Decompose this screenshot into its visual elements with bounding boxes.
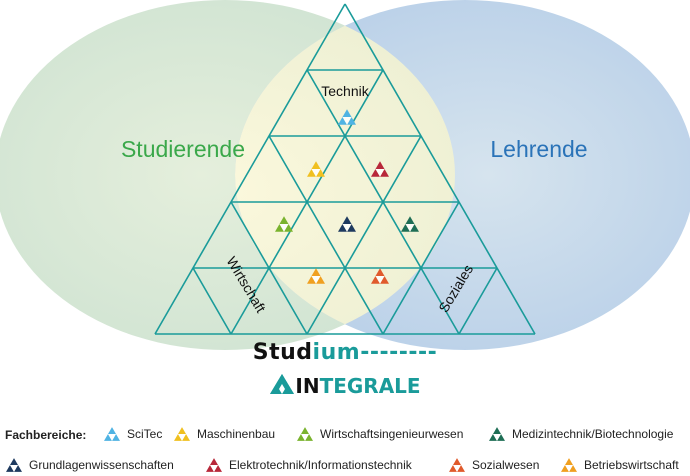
legend-item-maschinenbau: Maschinenbau: [173, 426, 275, 442]
integrale-logo-icon: [270, 374, 295, 394]
legend-label-wirtschaftsingenieurwesen: Wirtschaftsingenieurwesen: [320, 427, 464, 441]
medizintechnik-icon-shape: [489, 427, 505, 441]
grundlagen-icon-shape: [6, 458, 22, 472]
legend-item-grundlagen: Grundlagenwissenschaften: [5, 457, 174, 473]
wirtschaftsingenieurwesen-marker: [275, 216, 293, 232]
elektrotechnik-icon-shape: [206, 458, 222, 472]
legend-item-elektrotechnik: Elektrotechnik/Informationstechnik: [205, 457, 412, 473]
legend-item-betriebswirtschaft: Betriebswirtschaft: [560, 457, 679, 473]
maschinenbau-icon: [174, 427, 190, 441]
sozialwesen-marker: [371, 268, 389, 284]
department-markers: [275, 109, 419, 284]
legend-label-sozialwesen: Sozialwesen: [472, 458, 540, 472]
grundlagen-marker: [338, 216, 356, 232]
legend-label-elektrotechnik: Elektrotechnik/Informationstechnik: [229, 458, 412, 472]
legend-item-wirtschaftsingenieurwesen: Wirtschaftsingenieurwesen: [296, 426, 463, 442]
medizintechnik-icon: [489, 427, 505, 441]
betriebswirtschaft-icon-shape: [561, 458, 577, 472]
sozialwesen-icon: [449, 458, 465, 472]
legend-label-grundlagen: Grundlagenwissenschaften: [29, 458, 174, 472]
triangle-grid: [154, 3, 536, 335]
studium-title: Studium--------: [0, 340, 690, 365]
integrale-title: INTEGRALE: [0, 373, 690, 398]
medizintechnik-marker: [401, 216, 419, 232]
maschinenbau-icon-shape: [174, 427, 190, 441]
legend-label-medizintechnik: Medizintechnik/Biotechnologie: [512, 427, 674, 441]
technik-label: Technik: [321, 83, 369, 99]
betriebswirtschaft-marker: [307, 268, 325, 284]
students-label: Studierende: [121, 136, 245, 162]
title-tegrale: TEGRALE: [319, 374, 421, 398]
teachers-label: Lehrende: [490, 136, 587, 162]
legend-item-sozialwesen: Sozialwesen: [448, 457, 539, 473]
legend-label-scitec: SciTec: [127, 427, 163, 441]
wirtschaftsingenieurwesen-icon: [297, 427, 313, 441]
grundlagen-icon: [6, 458, 22, 472]
legend-label-maschinenbau: Maschinenbau: [197, 427, 276, 441]
legend-item-medizintechnik: Medizintechnik/Biotechnologie: [488, 426, 673, 442]
scitec-icon-shape: [104, 427, 120, 441]
title-stud: Stud: [252, 340, 313, 365]
title-dashes: --------: [360, 340, 438, 365]
elektrotechnik-icon: [206, 458, 222, 472]
sozialwesen-icon-shape: [449, 458, 465, 472]
maschinenbau-marker: [307, 161, 325, 177]
scitec-marker: [338, 109, 356, 125]
wirtschaftsingenieurwesen-icon-shape: [297, 427, 313, 441]
title-in: IN: [295, 374, 320, 398]
legend-heading: Fachbereiche:: [5, 428, 87, 442]
legend-label-betriebswirtschaft: Betriebswirtschaft: [584, 458, 679, 472]
legend-item-scitec: SciTec: [103, 426, 162, 442]
betriebswirtschaft-icon: [561, 458, 577, 472]
scitec-icon: [104, 427, 120, 441]
overlap-area: [235, 0, 455, 350]
title-ium: ium: [312, 340, 361, 365]
elektrotechnik-marker: [371, 161, 389, 177]
